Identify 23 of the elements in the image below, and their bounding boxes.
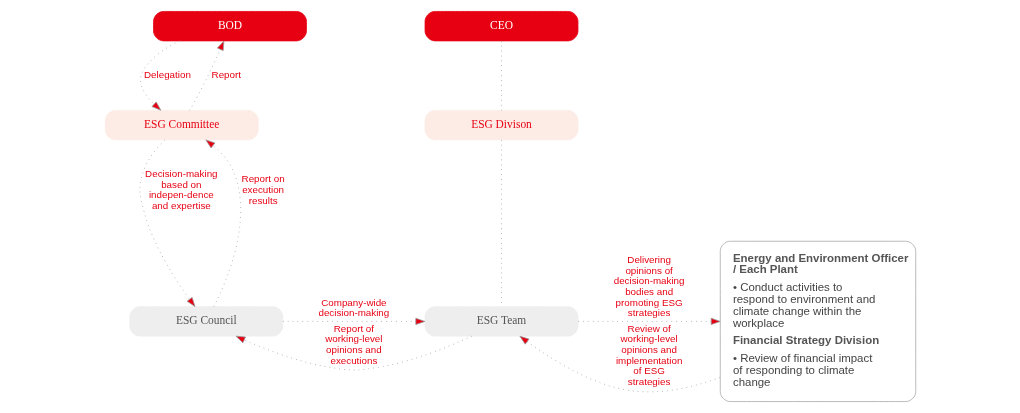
edge-label: Company-wide decision-making xyxy=(317,296,389,319)
node-box: ESG Committee xyxy=(104,110,259,141)
edge-label: Report xyxy=(211,69,241,81)
edge-label: Decision-making based on indepen-dence and expertise xyxy=(144,168,218,212)
arrow xyxy=(138,139,195,307)
edge-label: Review of working-level opinions and implementation of ESG strategies xyxy=(615,322,682,387)
node-box: ESG Council xyxy=(128,306,283,337)
edge-label: Report of working-level opinions and executions xyxy=(324,322,382,366)
edge-label: Report on execution results xyxy=(241,173,285,206)
arrow xyxy=(235,335,472,371)
node-box: ESG Team xyxy=(424,306,578,337)
node-box: ESG Divison xyxy=(424,110,578,141)
arrow xyxy=(519,335,720,393)
edge-label: Delegation xyxy=(143,69,191,81)
arrow xyxy=(188,40,224,111)
node-box: CEO xyxy=(424,11,578,42)
arrow xyxy=(139,40,180,111)
arrow xyxy=(204,139,241,307)
arrow xyxy=(577,317,721,325)
node-box: BOD xyxy=(152,11,307,42)
edge-label: Delivering opinions of decision-making bodies and promoting ESG strategies xyxy=(613,254,685,319)
node-box: Energy and Environment Officer / Each Plant • Conduct activities to respond to environment and climate change within the workplace Financial Strategy Division • Review of financial impact of responding to climate change xyxy=(719,240,916,402)
arrow xyxy=(282,317,425,325)
